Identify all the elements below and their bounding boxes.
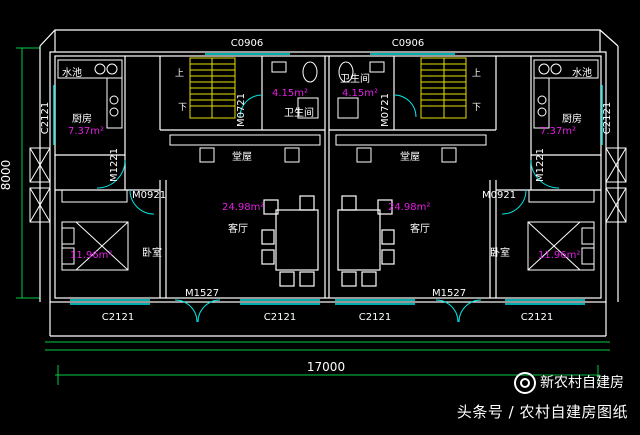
room-label-sink-left: 水池 [62, 66, 82, 79]
door-label-bath-left: M0721 [236, 93, 247, 127]
stair-down-right: 下 [472, 103, 481, 113]
window-label-top-left: C0906 [231, 38, 263, 49]
kitchen-fixtures [57, 59, 599, 129]
room-label-bedroom-left: 卧室 [142, 246, 162, 259]
room-label-bath-left: 卫生间 [284, 106, 314, 119]
area-bath-right: 4.15m² [342, 88, 378, 99]
area-living-right: 24.98m² [388, 202, 430, 213]
door-label-kitchen-left: M1221 [109, 148, 120, 182]
interior-walls-right [329, 56, 601, 298]
room-label-kitchen-left: 厨房 [72, 112, 92, 125]
windows [53, 53, 603, 305]
camera-icon [514, 372, 536, 394]
window-label-bottom-2: C2121 [264, 312, 296, 323]
room-label-bedroom-right: 卧室 [490, 246, 510, 259]
door-label-bedroom-right: M0921 [482, 190, 516, 201]
stairs-right [420, 57, 467, 119]
window-label-top-right: C0906 [392, 38, 424, 49]
dim-width-label: 17000 [307, 360, 345, 374]
room-label-hall-left: 堂屋 [232, 151, 252, 163]
room-label-hall-right: 堂屋 [400, 151, 420, 163]
window-label-side-right: C2121 [602, 102, 613, 134]
room-label-bath-right: 卫生间 [340, 72, 370, 85]
dim-depth-label: 8000 [0, 160, 13, 191]
room-label-living-right: 客厅 [410, 222, 430, 235]
stair-up-right: 上 [472, 68, 481, 79]
hall-furniture [169, 134, 487, 163]
area-bath-left: 4.15m² [272, 88, 308, 99]
area-bedroom-right: 11.96m² [538, 250, 580, 261]
watermark-account-text: 新农村自建房 [540, 375, 624, 391]
door-label-kitchen-right: M1221 [535, 148, 546, 182]
door-label-entry-left: M1527 [185, 288, 219, 299]
side-units [29, 147, 627, 223]
watermark-byline: 头条号 / 农村自建房图纸 [456, 403, 628, 421]
area-living-left: 24.98m² [222, 202, 264, 213]
doors [96, 94, 560, 323]
window-label-bottom-1: C2121 [102, 312, 134, 323]
room-label-living-left: 客厅 [228, 222, 248, 235]
watermark-account: 新农村自建房 [514, 372, 624, 394]
door-label-bedroom-left: M0921 [132, 190, 166, 201]
window-label-bottom-4: C2121 [521, 312, 553, 323]
stair-down-left: 下 [178, 103, 187, 113]
window-label-side-left: C2121 [40, 102, 51, 134]
wardrobes [61, 189, 595, 203]
area-kitchen-left: 7.37m² [68, 126, 104, 137]
beds [61, 221, 595, 271]
stair-up-left: 上 [175, 68, 184, 79]
area-kitchen-right: 7.37m² [540, 126, 576, 137]
area-bedroom-left: 11.96m² [70, 250, 112, 261]
dimension-lines [16, 47, 610, 385]
door-label-entry-right: M1527 [432, 288, 466, 299]
room-label-sink-right: 水池 [572, 66, 592, 79]
bath-fixtures [271, 61, 385, 119]
stairs-left [189, 57, 236, 119]
dining-sets [261, 195, 395, 287]
window-label-bottom-3: C2121 [359, 312, 391, 323]
room-label-kitchen-right: 厨房 [562, 112, 582, 125]
door-label-bath-right: M0721 [380, 93, 391, 127]
